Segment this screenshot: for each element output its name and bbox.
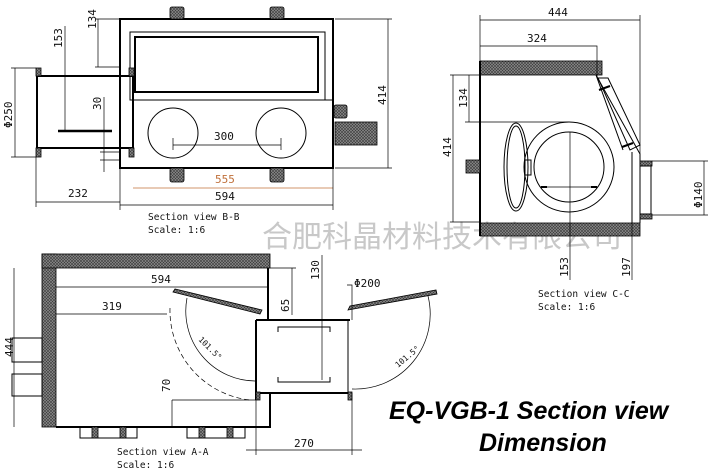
dim-153-cc: 153: [558, 257, 571, 277]
dim-414: 414: [376, 85, 389, 105]
dim-324: 324: [527, 32, 547, 45]
top-knob: [269, 6, 285, 20]
section-view-aa: 101.5° 101.5° 444 594 319 65 130 Φ200 70…: [3, 253, 438, 471]
glove-port: [147, 107, 199, 159]
dim-444: 444: [3, 337, 16, 357]
glove-port-ring: [523, 121, 615, 213]
dim-130: 130: [309, 260, 322, 280]
dim-65: 65: [279, 299, 292, 312]
dim-300: 300: [214, 130, 234, 143]
port-door: [503, 122, 529, 212]
scale-aa: Scale: 1:6: [117, 460, 174, 471]
dim-414-cc: 414: [441, 137, 454, 157]
drawing-subtitle: Dimension: [479, 429, 607, 457]
dim-270: 270: [294, 437, 314, 450]
section-view-bb: 300 555 594 232 414 Φ250 153 134 30 Sect…: [2, 6, 392, 236]
dim-134: 134: [86, 9, 99, 29]
bottom-knob: [269, 167, 285, 183]
caption-bb: Section view B-B: [148, 212, 240, 223]
drawing-title: EQ-VGB-1 Section view: [389, 397, 670, 425]
dim-232: 232: [68, 187, 88, 200]
dim-30: 30: [91, 97, 104, 110]
scale-cc: Scale: 1:6: [538, 302, 595, 313]
dim-70: 70: [160, 379, 173, 392]
dim-444-cc: 444: [548, 6, 568, 19]
caption-aa: Section view A-A: [117, 447, 209, 458]
glove-port: [255, 107, 307, 159]
bottom-knob: [169, 167, 185, 183]
top-knob: [169, 6, 185, 20]
dim-phi250: Φ250: [2, 102, 15, 129]
caption-cc: Section view C-C: [538, 289, 630, 300]
angle-left: 101.5°: [197, 335, 224, 362]
dim-phi140: Φ140: [692, 182, 705, 209]
dim-319: 319: [102, 300, 122, 313]
antechamber-cylinder: [36, 75, 134, 149]
scale-bb: Scale: 1:6: [148, 225, 205, 236]
dim-594: 594: [215, 190, 235, 203]
dim-555: 555: [215, 173, 235, 186]
dim-phi200: Φ200: [354, 277, 381, 290]
dim-197: 197: [620, 257, 633, 277]
dim-153: 153: [52, 28, 65, 48]
dim-594-aa: 594: [151, 273, 171, 286]
dim-134-cc: 134: [457, 88, 470, 108]
section-view-cc: 444 324 414 134 153 197 Φ140 Section vie…: [441, 6, 708, 313]
